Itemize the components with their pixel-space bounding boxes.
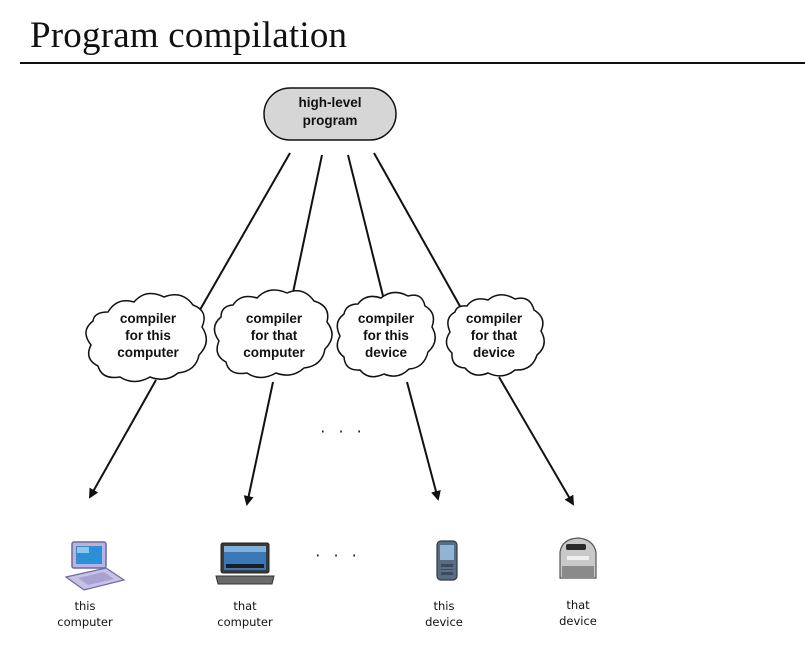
compiler-cloud-2: compiler for that computer (213, 289, 333, 379)
ellipsis-middle: · · · (320, 422, 365, 441)
compiler-cloud-3: compiler for this device (336, 291, 436, 378)
root-line-1: high-level (298, 95, 361, 110)
device-1-label-line-2: computer (57, 615, 113, 629)
edge-compiler-2-to-device (243, 381, 274, 506)
compiler-4-line-2: for that (471, 328, 518, 343)
root-line-2: program (303, 113, 358, 128)
compiler-1-line-1: compiler (120, 311, 177, 326)
edge-compiler-3-to-device (406, 381, 441, 501)
device-4-label-line-1: that (566, 598, 590, 612)
root-node: high-level program (263, 87, 397, 141)
device-3-label-line-2: device (425, 615, 463, 629)
compiler-4-line-3: device (473, 345, 516, 360)
compiler-3-line-3: device (365, 345, 408, 360)
device-1-label-line-1: this (75, 599, 96, 613)
compiler-1-line-3: computer (117, 345, 179, 360)
ellipsis-bottom: · · · (315, 546, 360, 565)
compiler-3-line-2: for this (363, 328, 409, 343)
compiler-1-line-2: for this (125, 328, 171, 343)
compiler-cloud-4: compiler for that device (445, 294, 545, 377)
compiler-4-line-1: compiler (466, 311, 523, 326)
edge-compiler-4-to-device (498, 376, 575, 506)
compiler-3-line-1: compiler (358, 311, 415, 326)
compiler-cloud-1: compiler for this computer (85, 292, 208, 383)
phone-icon (436, 540, 458, 581)
printer-icon (559, 537, 597, 579)
edge-root-to-compiler-2 (290, 154, 323, 303)
slide-title: Program compilation (30, 15, 348, 56)
title-rule (20, 62, 805, 64)
edge-root-to-compiler-3 (347, 154, 385, 301)
edge-compiler-1-to-device (89, 379, 157, 499)
device-2-label-line-2: computer (217, 615, 273, 629)
compiler-2-line-1: compiler (246, 311, 303, 326)
device-4-label-line-2: device (559, 614, 597, 628)
device-2-label-line-1: that (233, 599, 257, 613)
laptop-dark-icon (215, 542, 275, 585)
compiler-2-line-3: computer (243, 345, 305, 360)
edge-root-to-compiler-1 (196, 152, 291, 316)
edge-root-to-compiler-4 (373, 152, 462, 309)
compiler-2-line-2: for that (251, 328, 298, 343)
laptop-icon (64, 541, 126, 591)
device-3-label-line-1: this (434, 599, 455, 613)
